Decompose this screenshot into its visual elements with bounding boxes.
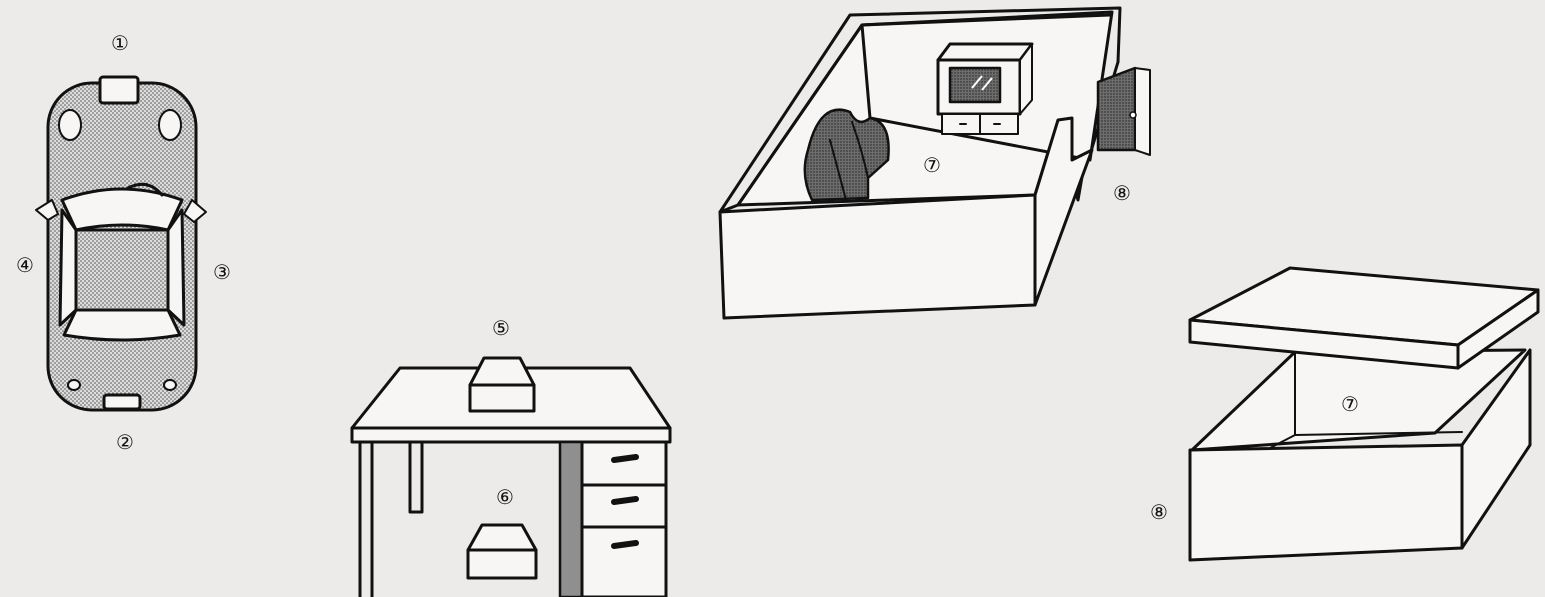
label-3: ③ <box>213 260 231 284</box>
label-4: ④ <box>16 253 34 277</box>
car-front-device <box>100 77 138 103</box>
desk-figure <box>352 358 670 597</box>
car-side-window-right <box>168 210 184 325</box>
desk-top-edge <box>352 428 670 442</box>
desk-box-top-lid <box>470 358 534 385</box>
car-rear-window <box>64 310 180 340</box>
car-side-window-left <box>60 210 76 325</box>
car-figure <box>36 77 206 410</box>
desk-drawer-2 <box>582 485 666 527</box>
car-headlight-right <box>159 110 181 140</box>
label-1: ① <box>111 31 129 55</box>
desk-box-under-body <box>468 550 536 578</box>
desk-box-under-lid <box>468 525 536 550</box>
car-taillight-left <box>68 380 80 390</box>
label-5: ⑤ <box>492 316 510 340</box>
car-taillight-right <box>164 380 176 390</box>
desk-box-top-body <box>470 385 534 411</box>
box-front-face <box>1190 445 1462 560</box>
room-door <box>1098 68 1135 150</box>
desk-pedestal-side <box>560 442 582 597</box>
car-windshield <box>62 189 182 230</box>
label-2: ② <box>116 430 134 454</box>
desk-drawer-1 <box>582 442 666 485</box>
room-front-wall <box>720 195 1035 318</box>
box-figure <box>1190 268 1538 560</box>
desk-leg-left <box>360 442 372 597</box>
room-door-knob <box>1130 112 1136 118</box>
room-tv <box>938 44 1032 134</box>
label-6: ⑥ <box>496 485 514 509</box>
desk-leg-back <box>410 442 422 512</box>
label-8-room: ⑧ <box>1113 181 1131 205</box>
car-rear-device <box>104 395 140 409</box>
car-roof <box>76 230 168 310</box>
label-8-box: ⑧ <box>1150 500 1168 524</box>
room-door-frame <box>1135 68 1150 155</box>
car-headlight-left <box>59 110 81 140</box>
label-7-room: ⑦ <box>923 153 941 177</box>
desk-drawer-3 <box>582 527 666 597</box>
label-7-box: ⑦ <box>1341 392 1359 416</box>
